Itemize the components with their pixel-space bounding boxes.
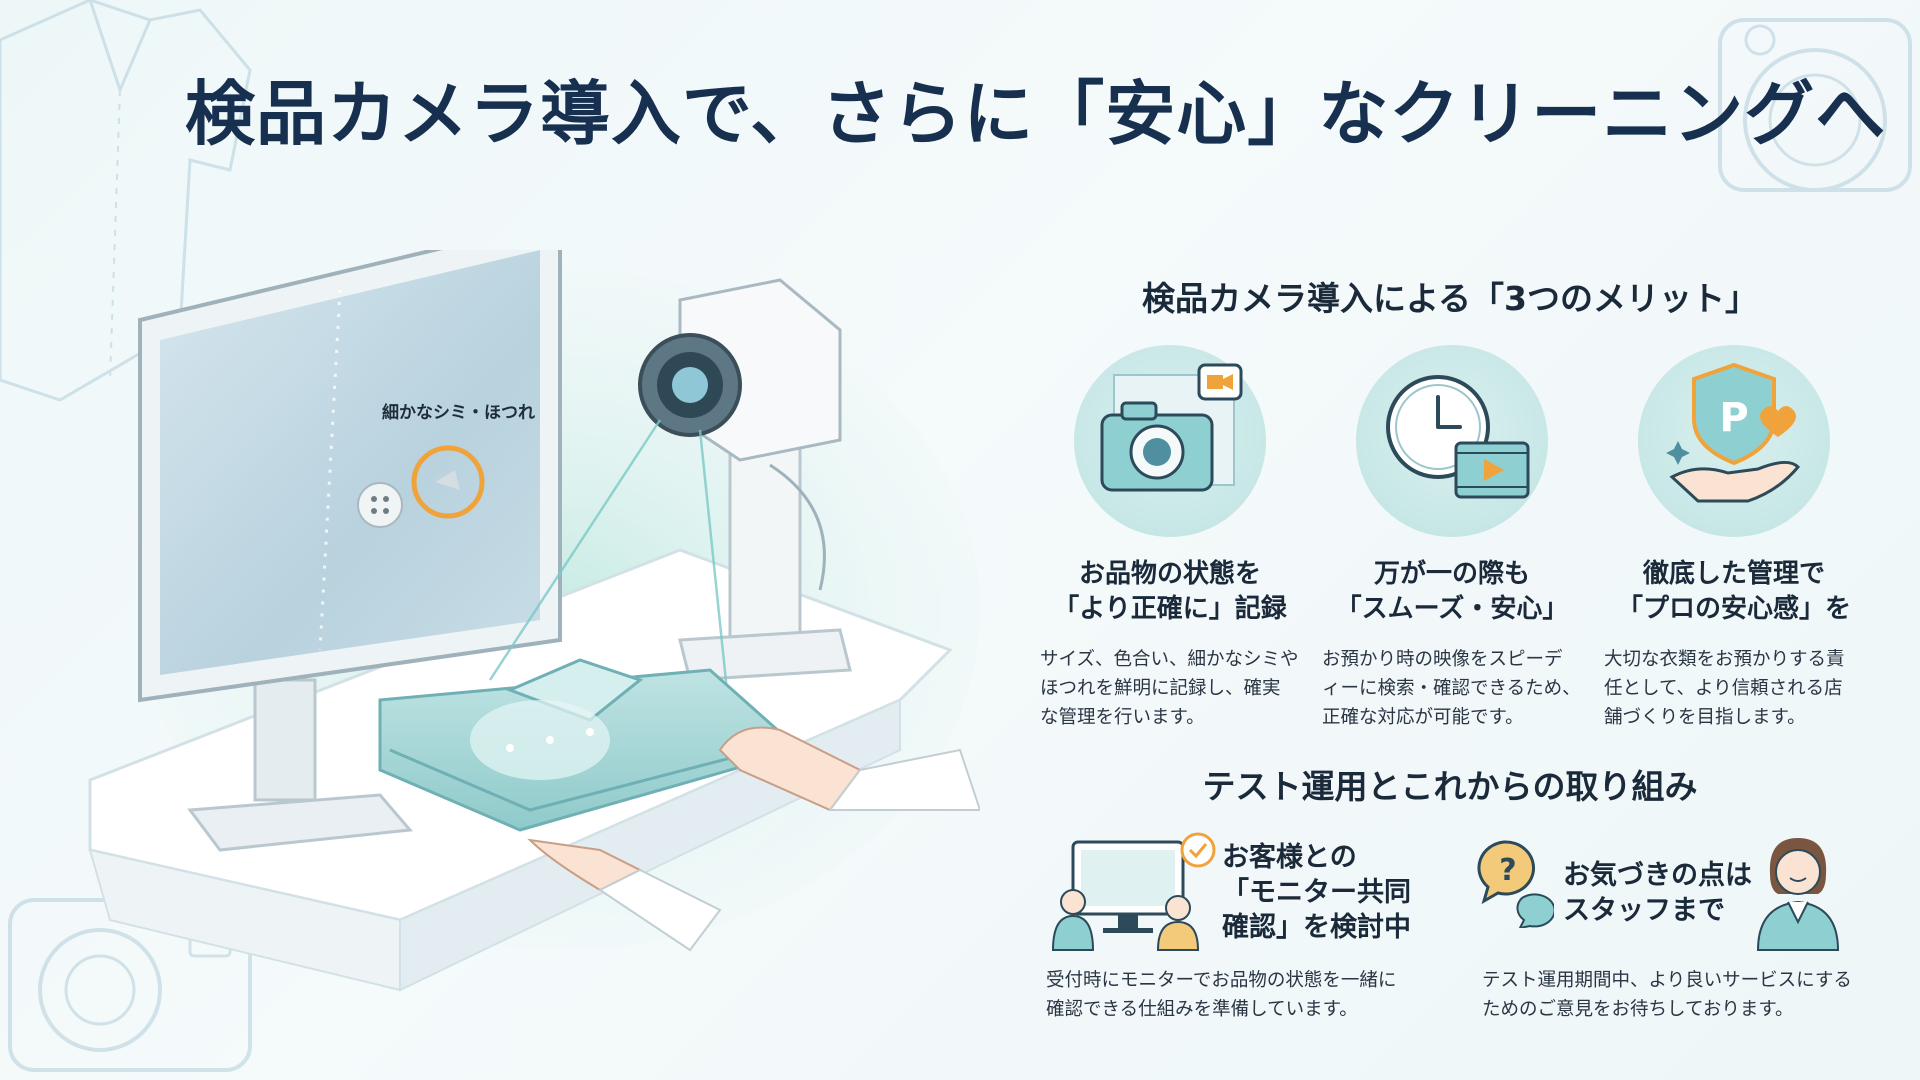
- initiative-2-head: お気づきの点は スタッフまで: [1563, 858, 1752, 928]
- monitor-label: 細かなシミ・ほつれ: [382, 403, 535, 423]
- merit-3-desc-line3: 舗づくりを目指します。: [1604, 707, 1806, 728]
- staff-avatar-icon: [1756, 838, 1840, 951]
- initiative-2-desc: テスト運用期間中、より良いサービスにする ためのご意見をお待ちしております。: [1482, 966, 1852, 1024]
- merit-item: P 徹底した管理で 「プロの安心感」を 大切な衣類をお預かりする責 任として、よ…: [1604, 345, 1864, 732]
- svg-text:?: ?: [1499, 853, 1516, 888]
- initiative-2-desc-line1: テスト運用期間中、より良いサービスにする: [1482, 970, 1852, 991]
- merit-item: 万が一の際も 「スムーズ・安心」 お預かり時の映像をスピーデ ィーに検索・確認で…: [1322, 345, 1582, 732]
- monitor-people-icon: [1051, 832, 1216, 951]
- initiative-1-head-line1: お客様との: [1222, 842, 1357, 873]
- initiative-2-head-line2: スタッフまで: [1563, 895, 1725, 926]
- initiative-1-head: お客様との 「モニター共同 確認」を検討中: [1222, 840, 1411, 945]
- question-bubble-icon: ?: [1477, 840, 1554, 928]
- camera-icon: [1074, 345, 1266, 537]
- shield-hand-icon: P: [1638, 345, 1830, 537]
- initiative-2-desc-line2: ためのご意見をお待ちしております。: [1482, 999, 1794, 1020]
- clock-icon: [1356, 345, 1548, 537]
- merit-2-desc-line3: 正確な対応が可能です。: [1322, 707, 1524, 728]
- merit-1-desc-line2: ほつれを鮮明に記録し、確実: [1040, 678, 1281, 699]
- merit-3-head-line2: 「プロの安心感」を: [1616, 594, 1851, 624]
- merit-2-desc-line2: ィーに検索・確認できるため、: [1322, 678, 1581, 699]
- merit-3-desc-line1: 大切な衣類をお預かりする責: [1604, 649, 1845, 670]
- initiative-1-desc-line2: 確認できる仕組みを準備しています。: [1046, 999, 1358, 1020]
- merit-2-head-line1: 万が一の際も: [1373, 559, 1530, 589]
- initiative-1-head-line3: 確認」を検討中: [1222, 912, 1411, 943]
- inspection-illustration: [88, 250, 980, 992]
- merit-item: お品物の状態を 「より正確に」記録 サイズ、色合い、細かなシミや ほつれを鮮明に…: [1040, 345, 1300, 732]
- merit-2-head-line2: 「スムーズ・安心」: [1335, 594, 1569, 624]
- svg-text:P: P: [1719, 395, 1748, 441]
- merit-1-head-line2: 「より正確に」記録: [1053, 594, 1287, 624]
- shirt-sketch-icon: [0, 0, 252, 402]
- merit-1-desc-line1: サイズ、色合い、細かなシミや: [1040, 649, 1299, 670]
- initiative-1-desc-line1: 受付時にモニターでお品物の状態を一緒に: [1046, 970, 1397, 991]
- initiative-1-desc: 受付時にモニターでお品物の状態を一緒に 確認できる仕組みを準備しています。: [1046, 966, 1396, 1024]
- merit-3-head-line1: 徹底した管理で: [1642, 559, 1825, 589]
- initiative-1-head-line2: 「モニター共同: [1222, 877, 1411, 908]
- merit-1-desc-line3: な管理を行います。: [1040, 707, 1205, 728]
- merit-2-desc-line1: お預かり時の映像をスピーデ: [1322, 649, 1563, 670]
- merit-1-head-line1: お品物の状態を: [1078, 559, 1261, 589]
- camera-sketch-icon: [1718, 18, 1912, 192]
- page-title: 検品カメラ導入で、さらに「安心」なクリーニングへ: [185, 73, 1887, 155]
- merit-3-desc-line2: 任として、より信頼される店: [1604, 678, 1843, 699]
- initiatives-heading: テスト運用とこれからの取り組み: [1202, 767, 1698, 806]
- initiative-2-head-line1: お気づきの点は: [1563, 860, 1752, 891]
- merits-heading: 検品カメラ導入による「3つのメリット」: [1142, 279, 1758, 318]
